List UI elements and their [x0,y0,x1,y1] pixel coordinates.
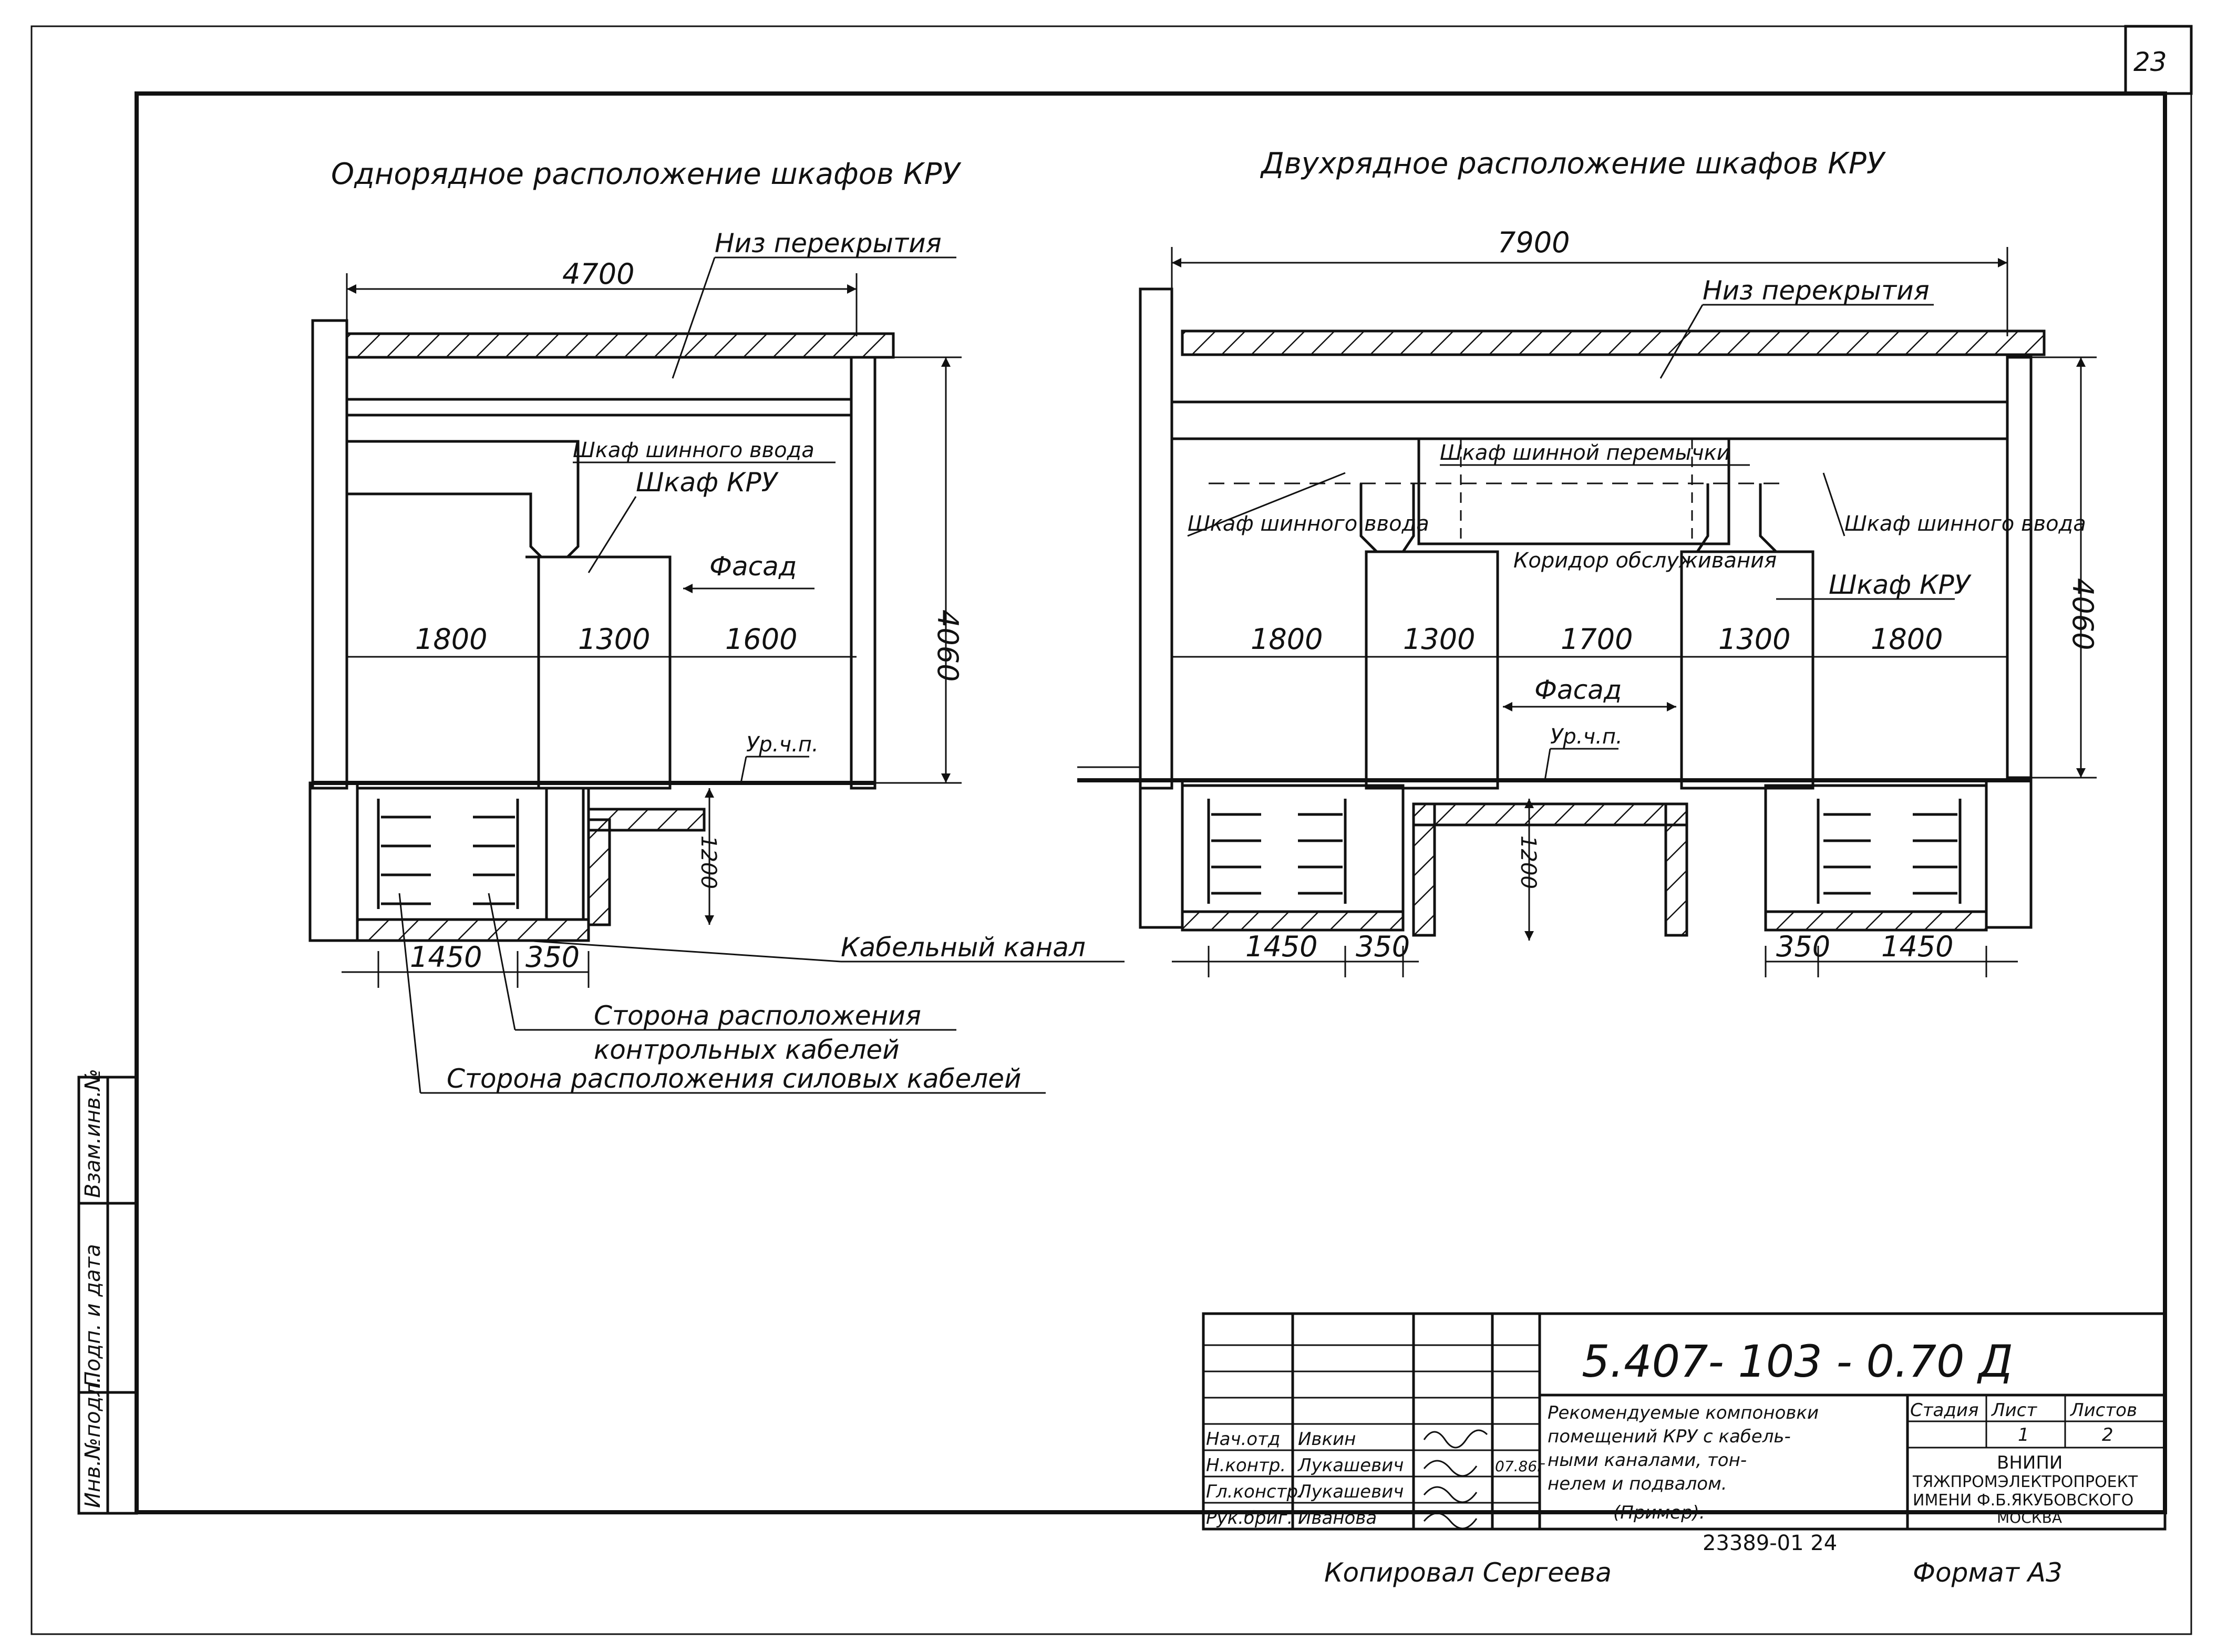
right-facade-label: Фасад [1534,675,1622,705]
left-dim-2: 1600 [725,623,797,656]
right-dim-3: 1300 [1718,623,1790,656]
copied-by: Копировал Сергеева [1324,1557,1612,1588]
right-dim-4: 1800 [1871,623,1943,656]
desc-line-1: помещений КРУ с кабель- [1548,1426,1791,1447]
page-number-box [2124,25,2193,95]
title-single-row: Однорядное расположение шкафов КРУ [331,157,962,191]
org-line-1: ТЯЖПРОМЭЛЕКТРОПРОЕКТ [1912,1473,2138,1491]
inventory-number: 23389-01 24 [1703,1531,1837,1555]
margin-stamp: Инв.№подл. Подп. и дата Взам.инв.№ [77,1069,138,1515]
right-width-dim: 7900 [1498,226,1570,259]
right-dim-2: 1700 [1561,623,1633,656]
cable-channel-label: Кабельный канал [841,932,1086,963]
name-3: Иванова [1298,1508,1377,1529]
right-bus-entry-right: Шкаф шинного ввода [1844,512,2086,536]
right-l-channel-dim-0: 1450 [1245,930,1317,963]
left-kru-label: Шкаф КРУ [636,467,779,498]
right-ceiling-label: Низ перекрытия [1703,275,1930,306]
desc-line-0: Рекомендуемые компоновки [1548,1402,1819,1423]
right-corridor-label: Коридор обслуживания [1513,549,1777,573]
role-0: Нач.отд [1206,1429,1280,1450]
org-line-0: ВНИПИ [1997,1452,2063,1473]
left-channel-depth: 1200 [696,835,720,889]
name-2: Лукашевич [1297,1481,1404,1502]
date-value: 07.86г [1495,1458,1545,1475]
outer-frame [30,25,2192,1635]
sheets-total: 2 [2102,1424,2113,1446]
right-bus-jumper-label: Шкаф шинной перемычки [1440,441,1730,465]
role-2: Гл.констр. [1206,1481,1304,1502]
title-block: 5.407- 103 - 0.70 Д Рекомендуемые компон… [1202,1312,2167,1531]
stage-header: Стадия [1910,1400,1978,1421]
name-1: Лукашевич [1297,1455,1404,1476]
right-right-cable-shelves [1823,813,1957,895]
stamp-sign: Подп. и дата [81,1244,105,1387]
desc-line-4: (Пример). [1613,1502,1705,1523]
stamp-replace: Взам.инв.№ [81,1069,105,1198]
power-side-label: Сторона расположения силовых кабелей [447,1064,1021,1094]
right-bus-entry-left: Шкаф шинного ввода [1188,512,1429,536]
right-channel-depth: 1200 [1516,835,1540,889]
right-r-channel-dim-0: 350 [1776,930,1830,963]
right-l-channel-dim-1: 350 [1356,930,1410,963]
role-1: Н.контр. [1206,1455,1286,1476]
right-floor-label: Ур.ч.п. [1550,725,1623,749]
format-label: Формат А3 [1913,1557,2063,1588]
control-side-line2: контрольных кабелей [594,1035,900,1065]
right-kru-label: Шкаф КРУ [1829,570,1972,600]
inner-frame [135,91,2167,1514]
left-facade-label: Фасад [709,551,797,582]
role-3: Рук.бриг. [1206,1508,1293,1529]
doc-code: 5.407- 103 - 0.70 Д [1582,1336,2013,1387]
left-floor-label: Ур.ч.п. [746,732,819,757]
org-line-2: ИМЕНИ Ф.Б.ЯКУБОВСКОГО [1913,1491,2133,1510]
right-plan: 7900 Низ перекрытия Шкаф шинной перемычк… [1077,226,2099,977]
sheet-header: Лист [1991,1400,2037,1421]
name-0: Ивкин [1298,1429,1356,1450]
left-channel-dim-1: 350 [525,941,580,974]
signature-marks [1423,1429,1488,1530]
left-dim-1: 1300 [578,623,650,656]
desc-line-2: ными каналами, тон- [1548,1450,1747,1471]
left-dim-0: 1800 [415,623,487,656]
org-line-3: МОСКВА [1997,1509,2062,1526]
left-width-dim: 4700 [562,257,634,291]
right-r-channel-dim-1: 1450 [1881,930,1953,963]
right-dim-0: 1800 [1251,623,1323,656]
desc-line-3: нелем и подвалом. [1548,1473,1727,1494]
control-side-line1: Сторона расположения [594,1000,921,1031]
left-channel-dim-0: 1450 [410,941,482,974]
page-number: 23 [2133,47,2167,77]
left-bus-entry-label: Шкаф шинного ввода [573,438,814,462]
title-double-row: Двухрядное расположение шкафов КРУ [1260,147,1886,181]
right-height-dim: 4060 [2066,578,2099,650]
left-cable-shelves [381,815,515,905]
left-height-dim: 4060 [931,610,964,682]
right-left-cable-shelves [1211,813,1343,895]
left-ceiling-label: Низ перекрытия [715,228,942,259]
right-dim-1: 1300 [1403,623,1475,656]
sheet-number: 1 [2018,1424,2029,1446]
sheets-header: Листов [2069,1400,2137,1421]
left-plan: 4700 Низ перекрытия Шкаф шинного ввода Ш… [308,228,964,988]
stamp-inv: Инв.№подл. [81,1376,105,1508]
